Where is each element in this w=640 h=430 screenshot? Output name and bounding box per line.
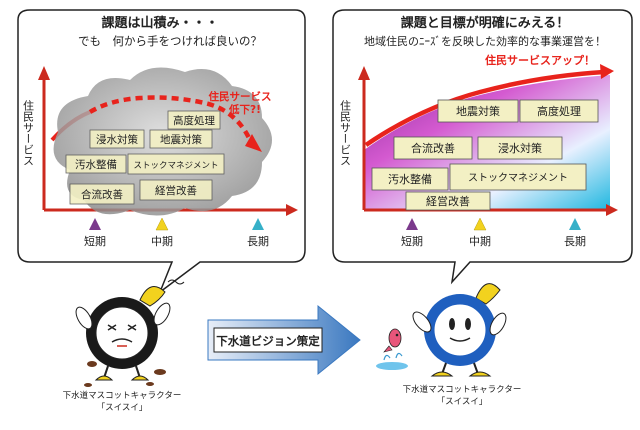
left-blocks xyxy=(65,110,225,205)
right-panel-title: 課題と目標が明確にみえる！ xyxy=(401,15,570,31)
mascot-left xyxy=(75,279,185,387)
mascot-right-caption-1: 下水道マスコットキャラクター xyxy=(403,384,522,395)
left-block-jishin-taisaku: 地震対策 xyxy=(160,133,202,146)
left-timeline-short: 短期 xyxy=(84,234,106,248)
right-timeline-short: 短期 xyxy=(401,234,423,248)
vision-arrow xyxy=(207,304,361,376)
right-y-axis-label: 住民サービス xyxy=(339,99,352,166)
right-trend-label: 住民サービスアップ！ xyxy=(485,53,595,67)
right-block-kodo-shori: 高度処理 xyxy=(537,104,581,118)
mascot-right xyxy=(376,283,507,377)
left-timeline-long: 長期 xyxy=(247,235,269,248)
right-block-stock-mgmt: ストックマネジメント xyxy=(468,172,568,184)
right-block-jishin-taisaku: 地震対策 xyxy=(456,104,500,118)
left-block-kodo-shori: 高度処理 xyxy=(173,114,215,127)
mascot-left-caption-1: 下水道マスコットキャラクター xyxy=(63,390,182,401)
left-trend-dashed xyxy=(88,95,262,152)
left-block-keiei-kaizen: 経営改善 xyxy=(155,184,197,197)
right-timeline-markers xyxy=(406,217,581,231)
vision-arrow-label: 下水道ビジョン策定 xyxy=(216,334,320,348)
right-block-keiei-kaizen: 経営改善 xyxy=(426,194,470,208)
right-block-shinsui-taisaku: 浸水対策 xyxy=(498,141,542,155)
right-timeline-mid: 中期 xyxy=(469,235,491,248)
left-timeline-markers xyxy=(89,217,264,231)
left-block-goryu-kaizen: 合流改善 xyxy=(81,188,123,201)
mascot-left-caption-2: 「スイスイ」 xyxy=(97,403,148,413)
left-block-stock-mgmt: ストックマネジメント xyxy=(133,161,218,171)
right-panel-subtitle: 地域住民のﾆｰｽﾞを反映した効率的な事業運営を！ xyxy=(364,34,606,48)
right-timeline-long: 長期 xyxy=(564,235,586,248)
left-panel-title: 課題は山積み・・・ xyxy=(101,15,218,31)
mascot-right-caption-2: 「スイスイ」 xyxy=(437,397,488,407)
right-blocks xyxy=(371,99,599,211)
right-trend-line xyxy=(364,64,614,147)
left-y-axis-label: 住民サービス xyxy=(22,99,35,166)
left-panel-subtitle: でも 何から手をつければ良いの？ xyxy=(78,34,262,48)
right-block-goryu-kaizen: 合流改善 xyxy=(411,141,455,155)
left-trend-label-2: 低下?! xyxy=(228,103,261,116)
left-block-shinsui-taisaku: 浸水対策 xyxy=(96,133,138,146)
left-trend-label-1: 住民サービス xyxy=(209,90,272,103)
left-block-osui-seibi: 汚水整備 xyxy=(75,158,117,171)
right-block-osui-seibi: 汚水整備 xyxy=(388,172,432,186)
left-timeline-mid: 中期 xyxy=(151,235,173,248)
